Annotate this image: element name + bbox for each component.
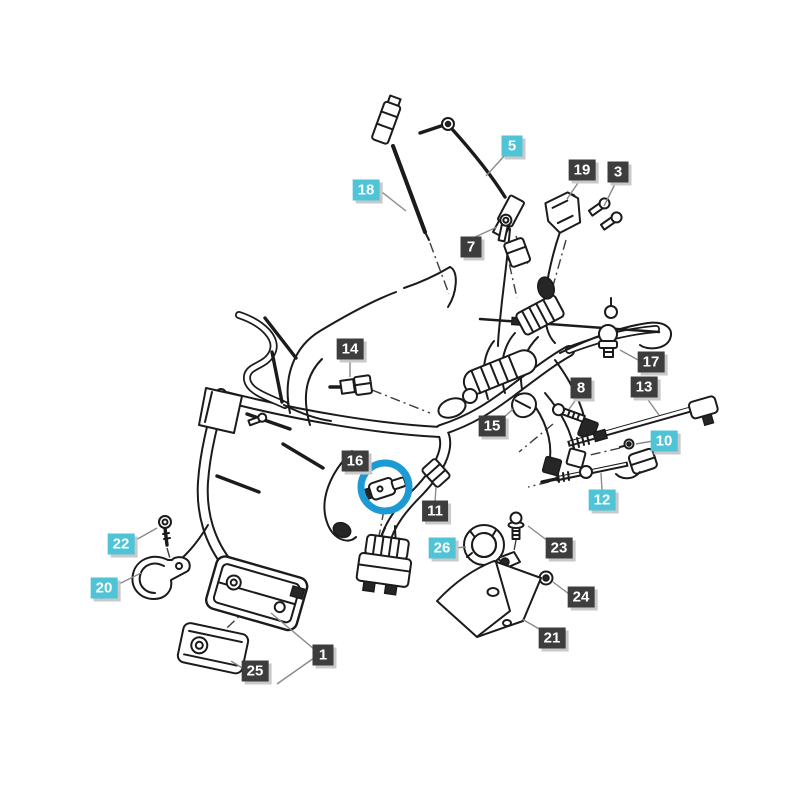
leader-lines <box>116 153 660 685</box>
highlight-circle <box>357 459 413 515</box>
part-label-25[interactable]: 25 <box>241 660 269 682</box>
harness-trunk <box>196 311 660 596</box>
part-12-sensor <box>540 447 658 484</box>
part-23-bolt <box>507 511 525 540</box>
part-label-8[interactable]: 8 <box>570 377 592 399</box>
part-label-16[interactable]: 16 <box>341 450 369 472</box>
part-22-screw <box>158 515 172 547</box>
part-3-bolts <box>587 197 623 231</box>
part-7-bolt <box>497 213 513 243</box>
part-label-1[interactable]: 1 <box>312 644 334 666</box>
part-16-cam-sensor <box>362 476 407 501</box>
part-label-20[interactable]: 20 <box>90 577 118 599</box>
part-label-12[interactable]: 12 <box>588 489 616 511</box>
part-20-clamp <box>131 555 191 600</box>
part-21-bracket <box>436 560 542 638</box>
part-label-14[interactable]: 14 <box>336 338 364 360</box>
part-17-pressure-switch <box>598 324 618 358</box>
part-label-24[interactable]: 24 <box>567 586 595 608</box>
part-11-sensor <box>421 458 451 488</box>
part-1-connector-box <box>204 555 309 632</box>
part-label-5[interactable]: 5 <box>501 135 523 157</box>
part-label-23[interactable]: 23 <box>545 537 573 559</box>
part-label-11[interactable]: 11 <box>422 500 448 522</box>
part-10-bolt <box>619 438 635 450</box>
part-label-21[interactable]: 21 <box>538 627 566 649</box>
main-multipin-connector <box>355 533 413 596</box>
connector-cluster <box>437 237 618 477</box>
part-label-13[interactable]: 13 <box>630 376 658 398</box>
part-18-probe-sensor <box>371 94 430 241</box>
part-8-bolt <box>551 403 586 423</box>
part-14-temp-sensor <box>328 374 373 396</box>
part-label-15[interactable]: 15 <box>478 415 506 437</box>
part-label-3[interactable]: 3 <box>607 161 629 183</box>
small-screw <box>247 412 268 427</box>
part-19-map-sensor <box>544 191 582 234</box>
part-25-connector-box <box>176 622 250 675</box>
part-label-10[interactable]: 10 <box>650 430 678 452</box>
part-label-18[interactable]: 18 <box>352 179 380 201</box>
part-13-sensor-rod <box>567 395 719 449</box>
part-label-22[interactable]: 22 <box>107 533 135 555</box>
part-15-clip <box>511 392 537 419</box>
part-label-19[interactable]: 19 <box>568 159 596 181</box>
part-label-7[interactable]: 7 <box>460 236 482 258</box>
part-label-17[interactable]: 17 <box>637 351 665 373</box>
part-label-26[interactable]: 26 <box>428 537 456 559</box>
